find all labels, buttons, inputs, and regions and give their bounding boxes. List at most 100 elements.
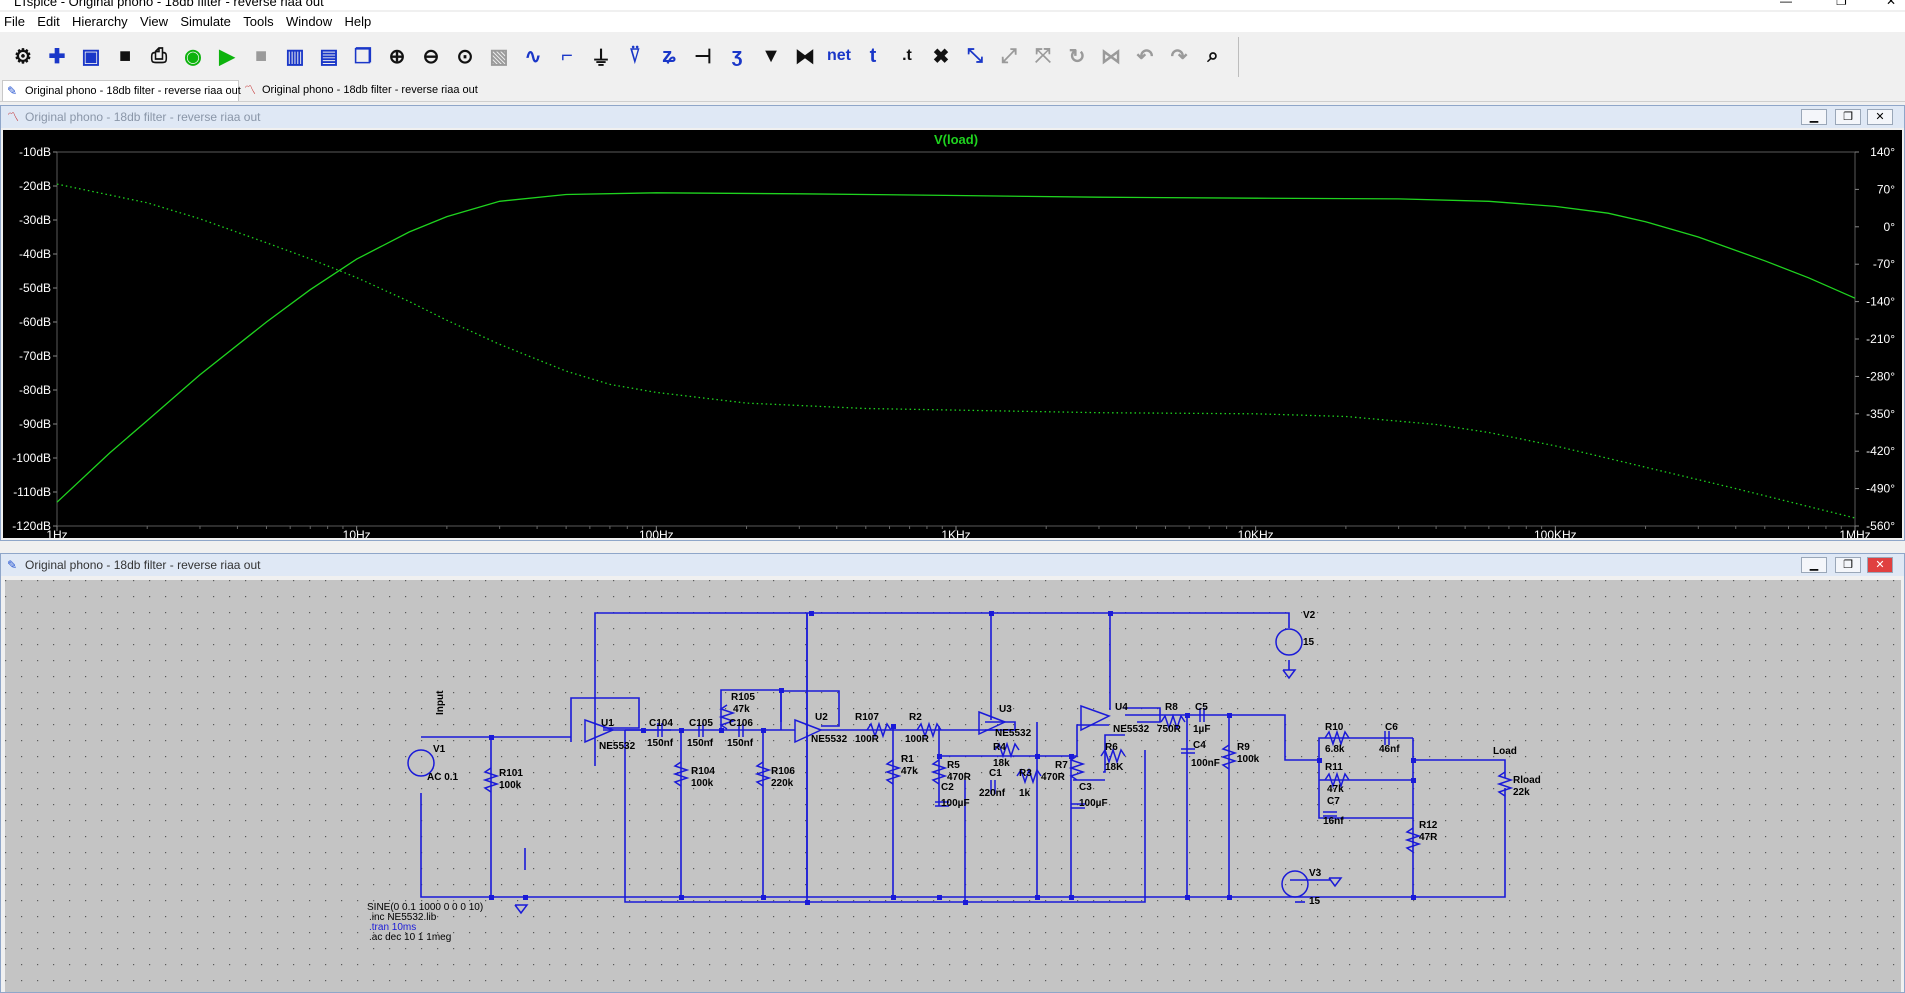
schematic-restore-button[interactable]: ❐ xyxy=(1835,557,1861,573)
r104-label: R104 xyxy=(691,766,715,777)
zoom-in-icon[interactable]: ⊕ xyxy=(388,45,406,68)
x-tick-label: 10KHz xyxy=(1238,528,1274,538)
text-icon[interactable]: t xyxy=(869,44,877,67)
drag-icon[interactable]: ⤧ xyxy=(1035,44,1051,67)
bode-plot[interactable]: V(load)-10dB-20dB-30dB-40dB-50dB-60dB-70… xyxy=(3,130,1902,538)
ac-directive[interactable]: .ac dec 10 1 1meg xyxy=(369,932,451,943)
y2-tick-label: -210° xyxy=(1866,332,1895,346)
component-icon[interactable]: ⧓ xyxy=(795,45,815,68)
main-toolbar: ⚙ ✚ ▣ ■ ⎙ ◉ ▶ ■ ▥ ▤ ❐ ⊕ ⊖ ⊙ ▧ ∿ ⌐ ⏚ ⍢ ʑ ⊣ ʒ ▼ ⧓ net t .t ✖ ⤡ ⤢ ⤧ ↻ ⋈ ↶ ↷ ⌕ xyxy=(0,37,1239,77)
u3-part: NE5532 xyxy=(995,728,1032,739)
waveform-restore-button[interactable]: ❐ xyxy=(1835,109,1861,125)
minimize-window-icon[interactable]: — xyxy=(1780,0,1792,8)
waveform-close-button[interactable]: ✕ xyxy=(1867,109,1893,125)
move-icon[interactable]: ⤢ xyxy=(1001,44,1017,67)
tile-horizontal-icon[interactable]: ▤ xyxy=(319,45,339,68)
y2-tick-label: -420° xyxy=(1866,444,1895,458)
y-tick-label: -80dB xyxy=(19,383,51,397)
zoom-fit-icon[interactable]: ⊙ xyxy=(456,45,474,68)
cascade-icon[interactable]: ❐ xyxy=(354,45,372,68)
menu-view[interactable]: View xyxy=(140,14,168,29)
y-tick-label: -100dB xyxy=(12,451,51,465)
y-tick-label: -90dB xyxy=(19,417,51,431)
menu-simulate[interactable]: Simulate xyxy=(180,14,231,29)
mirror-icon[interactable]: ⋈ xyxy=(1101,45,1121,68)
c104-label: C104 xyxy=(649,718,673,729)
menu-edit[interactable]: Edit xyxy=(37,14,60,29)
schematic-window: ✎ Original phono - 18db filter - reverse… xyxy=(0,553,1905,993)
resistor-icon[interactable]: ʑ xyxy=(662,44,676,67)
menu-file[interactable]: File xyxy=(4,14,25,29)
schematic-icon: ✎ xyxy=(7,558,18,572)
c105-value: 150nf xyxy=(687,738,714,749)
waveform-icon[interactable]: ∿ xyxy=(524,45,542,68)
zoom-area-icon[interactable]: ▧ xyxy=(489,45,509,68)
tile-vertical-icon[interactable]: ▥ xyxy=(285,45,305,68)
v3-value: 15 xyxy=(1309,896,1321,907)
print-icon[interactable]: ⎙ xyxy=(151,44,167,67)
label-net-icon[interactable]: ⍢ xyxy=(629,44,641,67)
inc-directive[interactable]: .inc NE5532.lib xyxy=(369,912,437,923)
duplicate-icon[interactable]: ⤡ xyxy=(967,44,983,67)
zoom-out-icon[interactable]: ⊖ xyxy=(422,45,440,68)
r3-value: 1k xyxy=(1019,788,1031,799)
plot-background xyxy=(3,130,1902,538)
new-schematic-icon[interactable]: ✚ xyxy=(48,45,66,68)
close-window-icon[interactable]: ✕ xyxy=(1886,0,1897,8)
r10-label: R10 xyxy=(1325,722,1344,733)
r8-label: R8 xyxy=(1165,702,1178,713)
inductor-icon[interactable]: ʒ xyxy=(731,44,743,67)
c106-label: C106 xyxy=(729,718,753,729)
redo-icon[interactable]: ↷ xyxy=(1170,45,1188,68)
schematic-minimize-button[interactable]: ▁ xyxy=(1801,557,1827,573)
diode-icon[interactable]: ▼ xyxy=(761,44,781,67)
run-icon[interactable]: ▶ xyxy=(219,45,235,68)
y-tick-label: -120dB xyxy=(12,519,51,533)
tran-directive[interactable]: .tran 10ms xyxy=(369,922,416,933)
menu-tools[interactable]: Tools xyxy=(243,14,274,29)
spice-directive-icon[interactable]: .t xyxy=(902,47,912,64)
r2-label: R2 xyxy=(909,712,922,723)
halt-icon[interactable]: ■ xyxy=(254,44,268,67)
open-icon[interactable]: ▣ xyxy=(81,45,101,68)
tab-schematic[interactable]: ✎ Original phono - 18db filter - reverse… xyxy=(2,80,241,101)
y2-tick-label: 0° xyxy=(1884,220,1896,234)
rotate-icon[interactable]: ↻ xyxy=(1068,45,1086,68)
schematic-canvas[interactable]: V1 AC 0.1 Input R101 100k U1 NE5532 C104… xyxy=(5,580,1901,992)
save-icon[interactable]: ■ xyxy=(118,44,132,67)
schematic-close-button[interactable]: ✕ xyxy=(1867,557,1893,573)
components xyxy=(407,628,1514,915)
junctions xyxy=(489,611,1416,905)
document-tab-bar: ✎ Original phono - 18db filter - reverse… xyxy=(0,79,1905,102)
r105-label: R105 xyxy=(731,692,755,703)
settings-icon[interactable]: ⚙ xyxy=(14,45,32,68)
wire-icon[interactable]: ⌐ xyxy=(561,44,573,67)
restore-window-icon[interactable]: ❐ xyxy=(1836,0,1847,8)
spice-net-icon[interactable]: net xyxy=(827,47,851,64)
ground-icon[interactable]: ⏚ xyxy=(591,47,611,70)
y-tick-label: -50dB xyxy=(19,281,51,295)
undo-icon[interactable]: ↶ xyxy=(1136,45,1154,68)
menu-help[interactable]: Help xyxy=(344,14,372,29)
rload-label: Rload xyxy=(1513,775,1541,786)
c4-value: 100nF xyxy=(1191,758,1220,769)
menu-window[interactable]: Window xyxy=(285,14,333,29)
r2-value: 100R xyxy=(905,734,930,745)
y2-tick-label: -280° xyxy=(1866,369,1895,383)
r11-label: R11 xyxy=(1325,762,1343,773)
menu-hierarchy[interactable]: Hierarchy xyxy=(72,14,128,29)
y-tick-label: -70dB xyxy=(19,349,51,363)
component-labels: V1 AC 0.1 Input R101 100k U1 NE5532 C104… xyxy=(367,610,1541,943)
waveform-minimize-button[interactable]: ▁ xyxy=(1801,109,1827,125)
r4-value: 18k xyxy=(993,758,1010,769)
magnitude-trace xyxy=(56,192,1856,503)
v1-value: AC 0.1 xyxy=(427,772,459,783)
find-icon[interactable]: ⌕ xyxy=(1207,44,1219,67)
delete-icon[interactable]: ✖ xyxy=(932,45,950,68)
capacitor-icon[interactable]: ⊣ xyxy=(694,45,712,68)
c5-label: C5 xyxy=(1195,702,1208,713)
r7-value: 470R xyxy=(1041,772,1066,783)
control-panel-icon[interactable]: ◉ xyxy=(184,45,202,68)
tab-waveform[interactable]: 〽 Original phono - 18db filter - reverse… xyxy=(240,80,485,100)
c105-label: C105 xyxy=(689,718,713,729)
